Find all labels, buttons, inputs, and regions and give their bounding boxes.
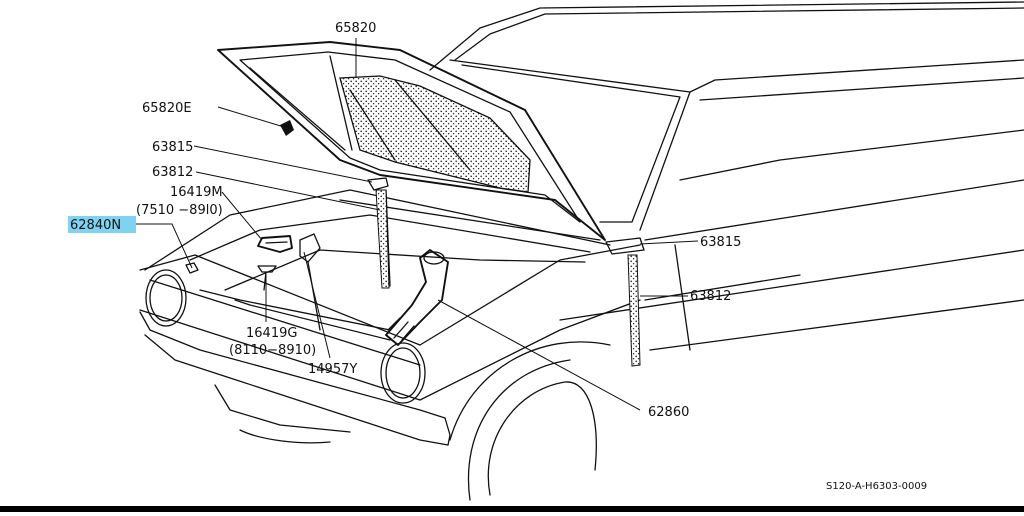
engine-bay-edge [189, 214, 591, 261]
tire-inner [487, 381, 597, 496]
roof-outline [429, 1, 1024, 71]
bottom-border [0, 506, 1024, 512]
leader-62860 [437, 299, 641, 411]
leader-62840n [136, 223, 193, 269]
fender-front [419, 299, 641, 401]
hood-release [299, 233, 321, 331]
hood-stay-right [605, 237, 645, 367]
label-65820[interactable]: 65820 [335, 21, 376, 36]
highlight-62840n [68, 216, 136, 233]
bumper-top [139, 311, 446, 419]
front-panel-mid [149, 279, 421, 366]
car-body [139, 1, 1024, 501]
hood-lock-bracket [185, 262, 199, 274]
headlight-right [380, 342, 426, 404]
wheel-arch [449, 341, 611, 441]
grille-top [199, 289, 391, 331]
air-duct [385, 249, 449, 346]
hood [217, 41, 606, 241]
headlight-right-ring [385, 347, 421, 399]
headlight-left [145, 269, 187, 327]
door-seam [674, 244, 691, 351]
leader-63812a [195, 171, 381, 211]
side-window [699, 77, 1024, 101]
label-16419m[interactable]: 16419M [170, 185, 223, 200]
insulator-crease [349, 79, 471, 171]
bay-floor [224, 249, 586, 291]
body-side-upper [644, 179, 1024, 241]
a-pillar [689, 59, 1024, 93]
label-16419g[interactable]: 16419G [246, 326, 297, 341]
valance [214, 384, 351, 433]
tire-lower [239, 429, 331, 444]
headlight-left-ring [149, 274, 183, 322]
hood-outline [217, 41, 606, 241]
leader-14957y [303, 251, 331, 359]
front-panel-lower [139, 309, 421, 401]
door-line-top [679, 129, 1024, 181]
tire-outer [467, 359, 571, 501]
label-62860[interactable]: 62860 [648, 405, 689, 420]
hood-inner [239, 51, 581, 223]
front-panel-top [139, 254, 421, 346]
leader-16419m [221, 191, 263, 241]
leader-63815a [193, 145, 373, 183]
label-63812-lower[interactable]: 63812 [690, 289, 731, 304]
label-65820e[interactable]: 65820E [142, 101, 192, 116]
hood-stay-left [367, 177, 391, 289]
label-16419g-range: (8110−8910) [229, 343, 316, 358]
label-63815-upper[interactable]: 63815 [152, 140, 193, 155]
label-14957y[interactable]: 14957Y [308, 362, 357, 377]
hood-clip-icon [280, 120, 294, 136]
leader-63815b [639, 240, 699, 245]
leader-lines [136, 38, 699, 411]
part-labels: 65820 65820E 63815 63812 16419M (7510 −8… [70, 21, 927, 492]
hood-insulator [339, 75, 531, 193]
hood-brace [249, 55, 353, 151]
leader-65820e [217, 106, 285, 128]
label-16419m-range: (7510 −89l0) [136, 203, 223, 218]
fender-top [144, 189, 611, 271]
label-63812-upper[interactable]: 63812 [152, 165, 193, 180]
bumper-end [444, 417, 451, 446]
grille-bottom [234, 299, 391, 341]
label-63815-lower[interactable]: 63815 [700, 235, 741, 250]
bumper-bottom [144, 334, 449, 446]
hood-front-edge [419, 244, 641, 346]
diagram-code: S120-A-H6303-0009 [826, 481, 927, 492]
sill-line [649, 299, 1024, 351]
windshield-inner [461, 64, 681, 223]
label-62840n[interactable]: 62840N [70, 218, 121, 233]
roof-inner [454, 7, 1024, 61]
